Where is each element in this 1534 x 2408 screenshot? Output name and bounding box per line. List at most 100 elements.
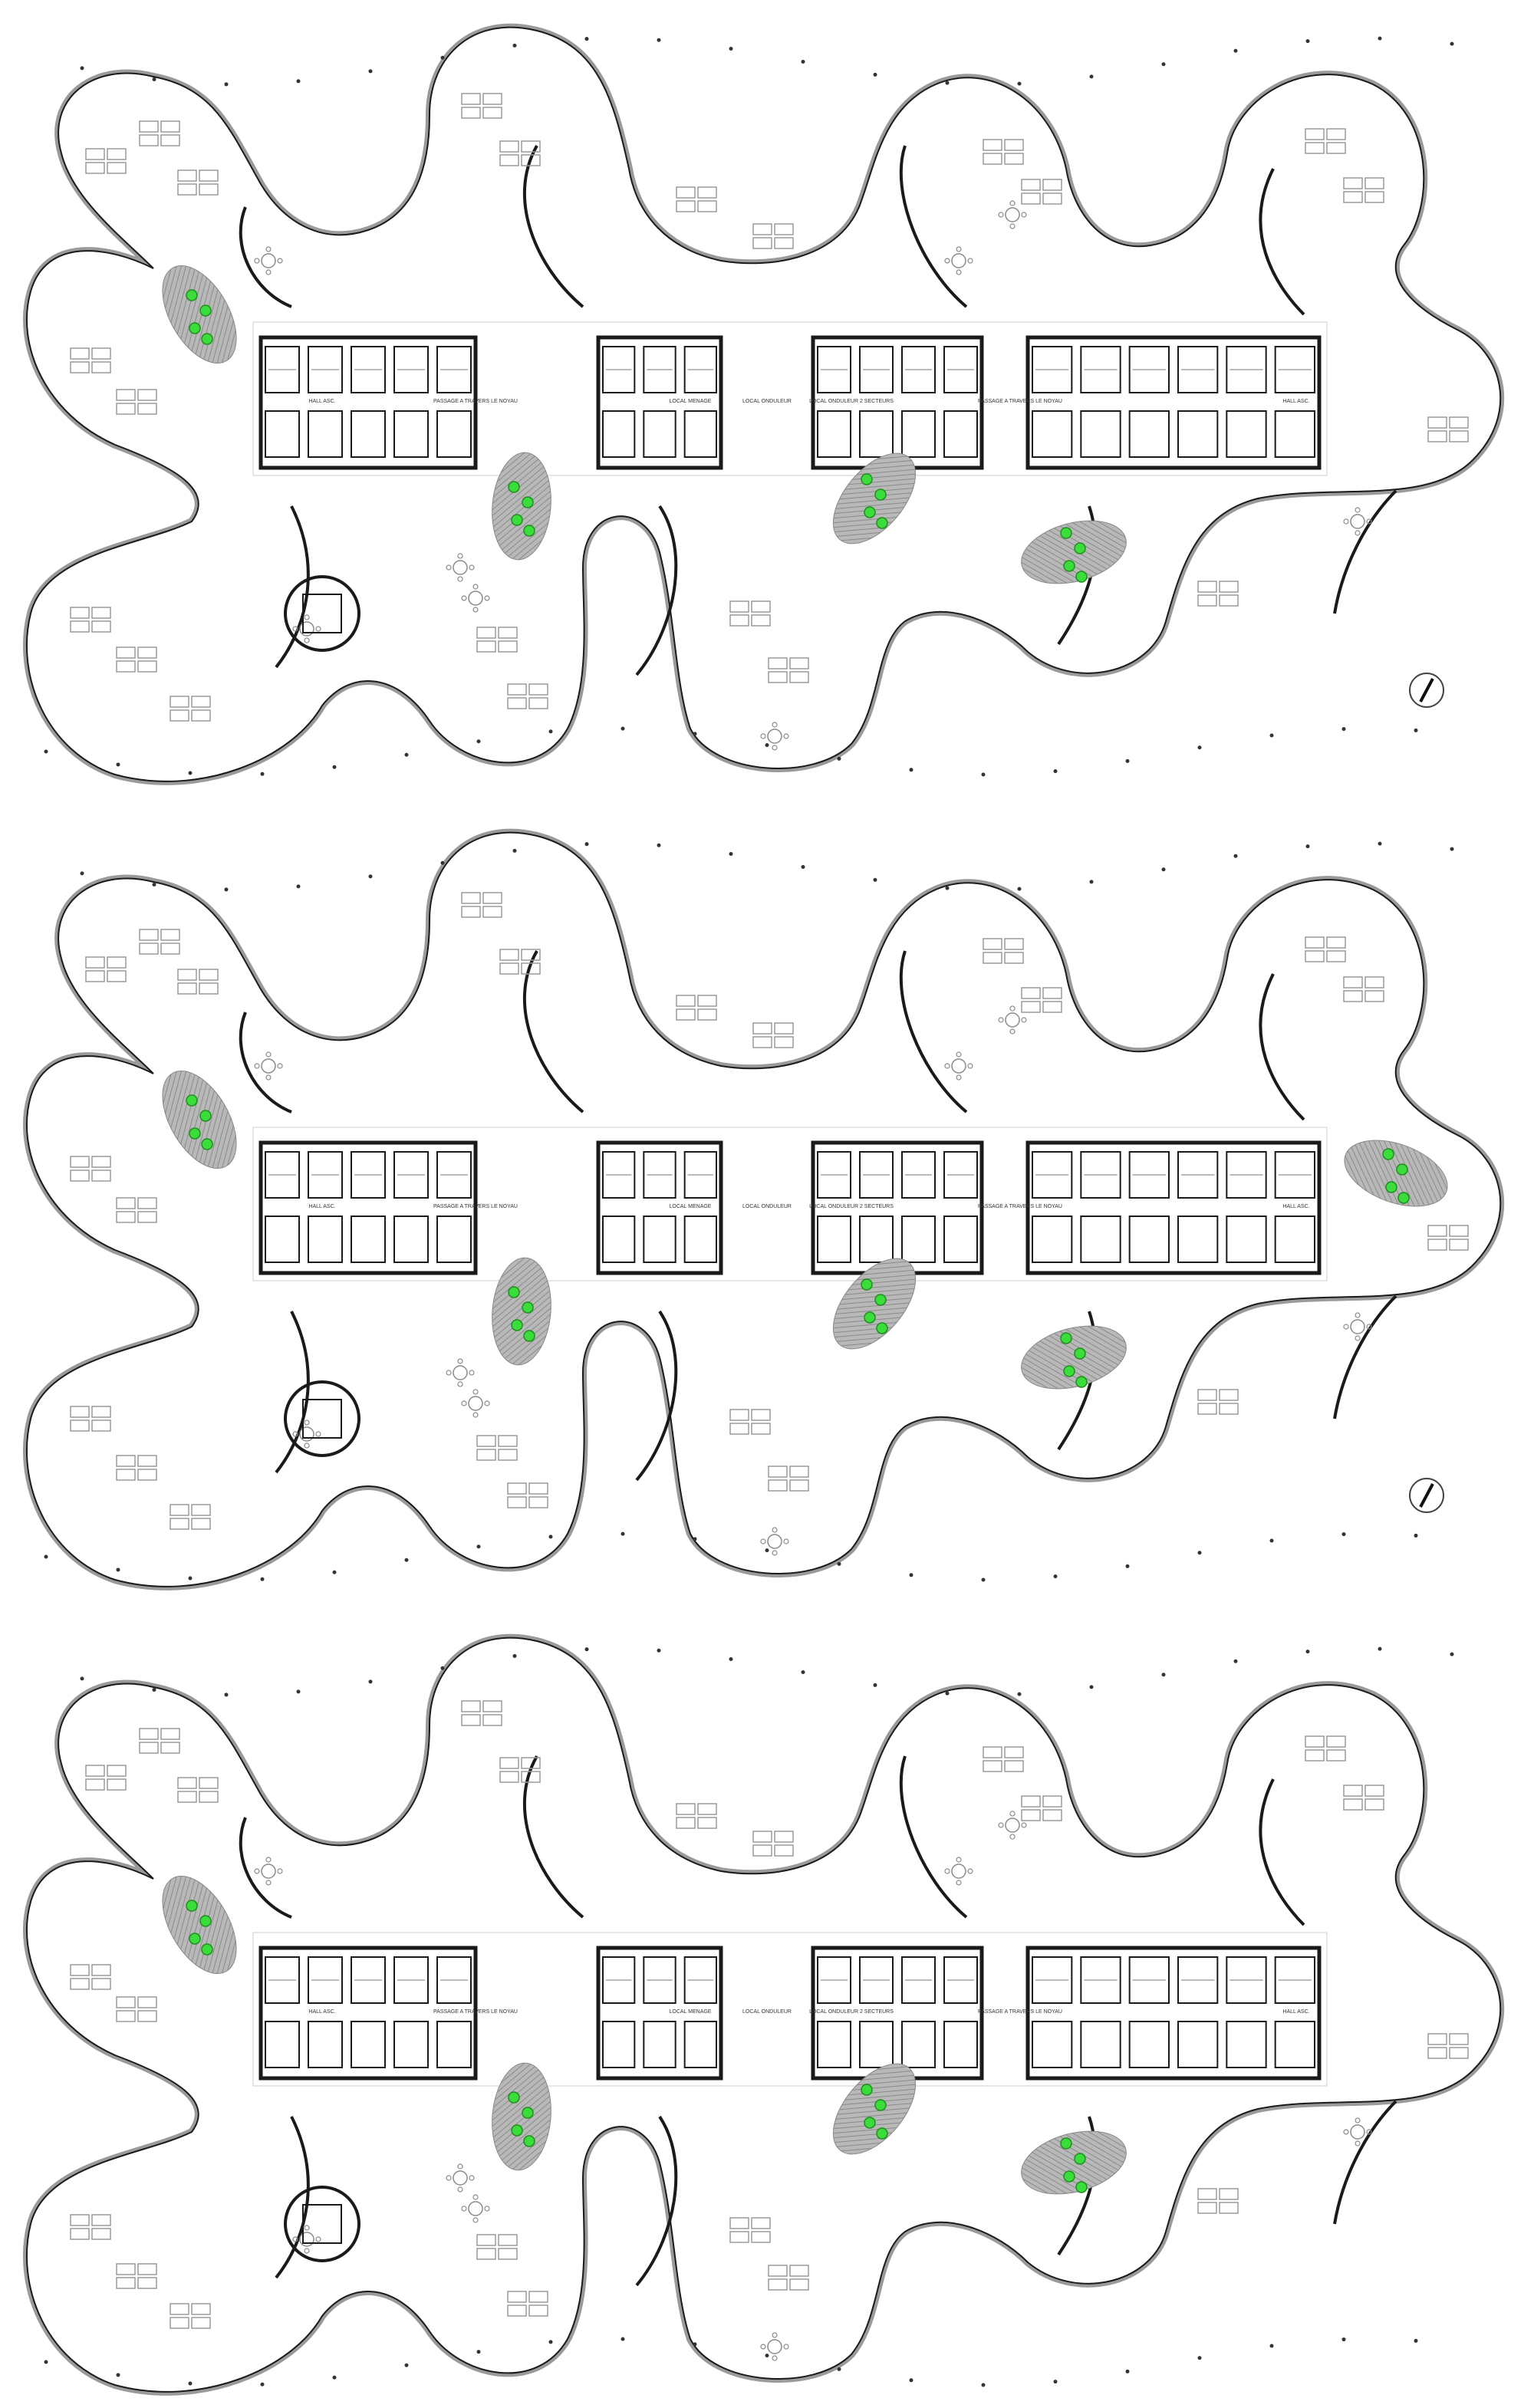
column-dot (729, 46, 733, 51)
meeting-table (1343, 2117, 1372, 2146)
facade-line (25, 831, 1502, 1587)
column-dot (1053, 1574, 1058, 1579)
tree-icon (1063, 560, 1075, 572)
column-dot (296, 79, 301, 84)
core-label: LOCAL MENAGE (670, 2009, 712, 2015)
column-dot (332, 765, 337, 769)
partition-wall (522, 145, 584, 308)
column-dot (440, 860, 445, 865)
column-dot (801, 60, 805, 64)
partition-wall (239, 206, 292, 308)
column-dot (440, 1666, 445, 1670)
service-core (596, 335, 723, 470)
column-dot (801, 1670, 805, 1675)
column-dot (981, 772, 986, 777)
partition-wall (635, 1310, 678, 1482)
column-dot (260, 1577, 265, 1581)
planted-patio (1344, 1140, 1448, 1207)
column-dot (548, 729, 553, 734)
column-dot (1233, 48, 1238, 53)
tree-icon (186, 1900, 198, 1912)
service-core (258, 1946, 478, 2081)
column-dot (1017, 1692, 1022, 1696)
column-dot (873, 72, 877, 77)
column-dot (296, 1689, 301, 1694)
planted-patio (162, 1070, 237, 1169)
column-dot (1089, 74, 1094, 79)
desk-cluster (752, 223, 794, 249)
tree-icon (1060, 527, 1072, 539)
column-dot (260, 771, 265, 776)
desk-cluster (676, 1803, 717, 1829)
column-dot (981, 2383, 986, 2387)
column-dot (1017, 887, 1022, 891)
core-label: LOCAL ONDULEUR (742, 399, 792, 404)
service-core (258, 1140, 478, 1275)
meeting-table (1343, 507, 1372, 536)
tree-icon (864, 2117, 876, 2129)
tree-icon (864, 506, 876, 518)
column-dot (512, 848, 517, 853)
circulation-band (252, 1932, 1328, 2087)
service-core (1025, 1140, 1322, 1275)
tree-icon (522, 2107, 534, 2119)
partition-wall (1259, 973, 1305, 1121)
column-dot (1089, 880, 1094, 884)
partition-wall (275, 1311, 310, 1474)
partition-wall (1333, 1294, 1397, 1419)
column-dot (80, 871, 84, 876)
column-dot (80, 1676, 84, 1681)
column-dot (1378, 841, 1382, 846)
column-dot (765, 2354, 769, 2358)
tree-icon (874, 489, 887, 501)
tree-icon (186, 1094, 198, 1107)
desk-cluster (1197, 2188, 1239, 2214)
column-dot (1197, 2356, 1202, 2360)
column-dot (945, 81, 950, 85)
north-arrow-icon (1409, 1478, 1444, 1513)
column-dot (801, 865, 805, 870)
core-label: HALL ASC. (308, 1204, 335, 1209)
tree-icon (199, 304, 212, 317)
column-dot (1053, 769, 1058, 774)
facade-line (25, 26, 1502, 782)
column-dot (368, 1679, 373, 1684)
tree-icon (189, 1933, 201, 1945)
service-core (596, 1140, 723, 1275)
stair-drum (284, 1380, 360, 1457)
tree-icon (511, 1319, 523, 1331)
desk-cluster (1197, 581, 1239, 607)
planted-patio (832, 1258, 917, 1350)
column-dot (837, 2367, 841, 2371)
column-dot (945, 886, 950, 890)
column-dot (224, 1693, 229, 1697)
column-dot (1414, 1533, 1418, 1538)
core-label: PASSAGE A TRAVERS LE NOYAU (433, 399, 518, 404)
service-core (1025, 335, 1322, 470)
column-dot (1269, 1538, 1274, 1543)
desk-cluster (676, 186, 717, 212)
column-dot (404, 1558, 409, 1562)
column-dot (1414, 2338, 1418, 2343)
column-dot (729, 1656, 733, 1661)
partition-wall (899, 145, 968, 308)
tree-icon (199, 1110, 212, 1122)
column-dot (1341, 2337, 1346, 2342)
stair-drum (284, 2186, 360, 2262)
column-dot (548, 2340, 553, 2344)
tree-icon (201, 1943, 213, 1956)
column-dot (837, 1561, 841, 1566)
desk-cluster (1197, 1389, 1239, 1415)
tree-icon (508, 481, 520, 493)
planted-patio (832, 452, 917, 544)
tree-icon (1397, 1192, 1410, 1204)
tree-icon (201, 333, 213, 345)
circulation-band (252, 321, 1328, 476)
tree-icon (1060, 1332, 1072, 1344)
column-dot (1378, 36, 1382, 41)
column-dot (44, 749, 48, 754)
column-dot (476, 739, 481, 744)
column-dot (44, 2360, 48, 2364)
column-dot (657, 38, 661, 42)
